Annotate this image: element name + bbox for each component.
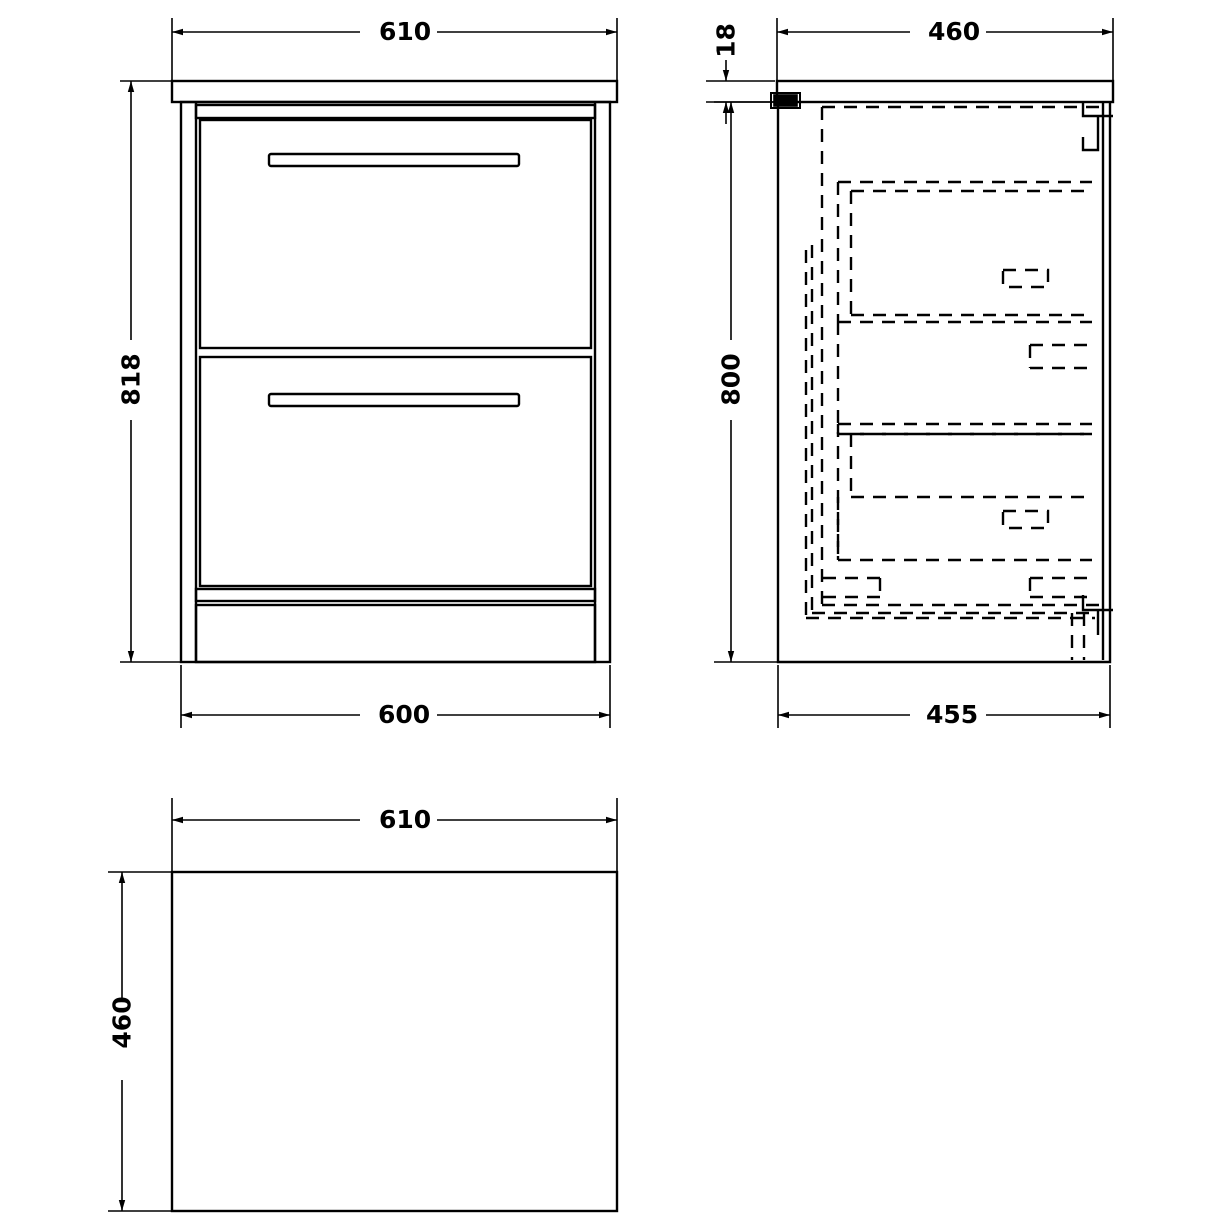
plan-dim-460 [108,871,178,1212]
side-drawer-envelope-outer [820,105,1099,607]
plan-dim-610 [171,798,618,872]
side-fixing-bracket-outline [770,92,801,109]
front-drawer-lower [198,355,593,588]
side-leg-right [1070,613,1086,660]
side-foot-right [1028,576,1092,599]
plan-worktop [170,870,619,1213]
side-drawer-box-upper-ext [836,322,1092,436]
side-dim-460 [776,18,1114,92]
side-runner-mid [1028,343,1090,370]
front-dim-600 [180,665,611,728]
front-dim-610-label: 610 [379,17,432,46]
side-worktop [775,79,1115,104]
front-handle-lower [267,392,521,408]
plan-dim-610-label: 610 [379,805,432,834]
side-foot-left [823,576,882,599]
side-dim-18 [706,60,775,124]
side-drawer-envelope-inner [810,245,1090,615]
side-elevation-view [706,18,1115,728]
side-drawer-envelope-inner2 [804,250,1095,620]
front-drawer-upper [198,118,593,350]
side-runner-catch-upper [1001,268,1050,289]
front-dim-818-label: 818 [116,353,146,406]
side-dim-800-label: 800 [716,353,746,406]
side-dim-18-label: 18 [711,23,741,58]
front-bottom-rail [194,587,597,603]
side-dim-455-label: 455 [926,700,979,729]
side-dim-800 [714,101,780,663]
side-drawer-box-upper-inner [849,189,1092,317]
front-handle-upper [267,152,521,168]
side-front-frame [1081,102,1113,660]
plan-view [108,798,619,1213]
side-runner-catch-lower [1001,509,1050,530]
front-dim-818 [120,80,182,663]
side-drawer-box-lower [836,422,1092,562]
side-drawer-box-upper [836,180,1092,324]
front-dim-610 [171,18,618,92]
side-hidden-lines [804,105,1099,660]
front-dim-600-label: 600 [378,700,431,729]
front-worktop [170,79,619,104]
front-cabinet-outer [179,100,612,664]
side-dim-460-label: 460 [928,17,981,46]
side-dim-455 [777,665,1111,728]
side-drawer-box-lower-inner [849,432,1092,499]
front-elevation-view [120,18,619,728]
side-fixing-bracket-icon [773,94,798,107]
front-top-rail [194,103,597,120]
front-plinth [194,603,597,664]
side-cabinet-outline [776,102,1112,664]
plan-dim-460-label: 460 [107,996,137,1049]
